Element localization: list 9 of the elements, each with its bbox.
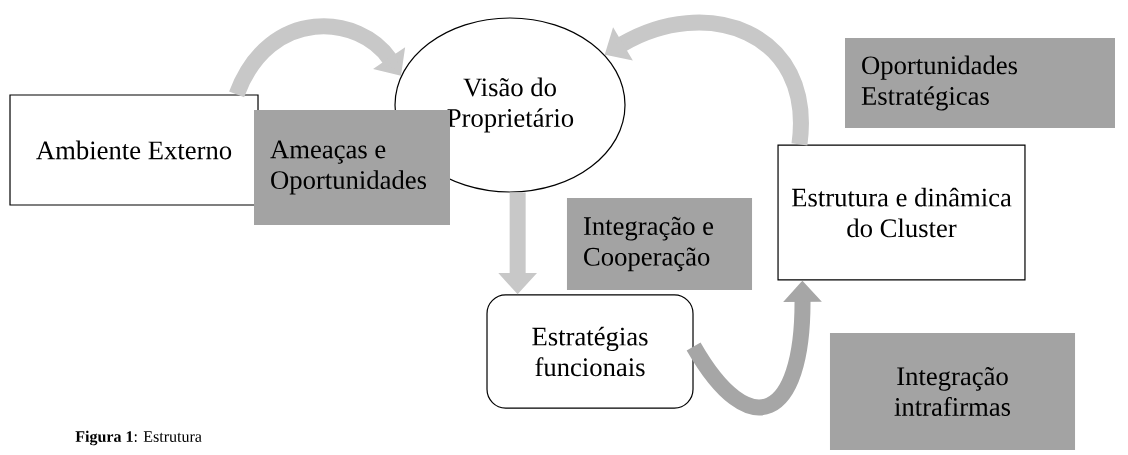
shaded-box: Ameaças e Oportunidades bbox=[254, 110, 450, 225]
block-arrow bbox=[229, 18, 406, 98]
shaded-box: Oportunidades Estratégicas bbox=[845, 38, 1115, 128]
shaded-box: Integração e Cooperação bbox=[566, 198, 753, 290]
text-box: Estrutura e dinâmica do Cluster bbox=[777, 144, 1026, 281]
caption: Figura 1: Estrutura bbox=[75, 430, 202, 446]
rounded-box: Estratégias funcionais bbox=[486, 294, 694, 409]
text-box: Ambiente Externo bbox=[9, 94, 259, 206]
shaded-box: Integração intrafirmas bbox=[829, 332, 1076, 451]
